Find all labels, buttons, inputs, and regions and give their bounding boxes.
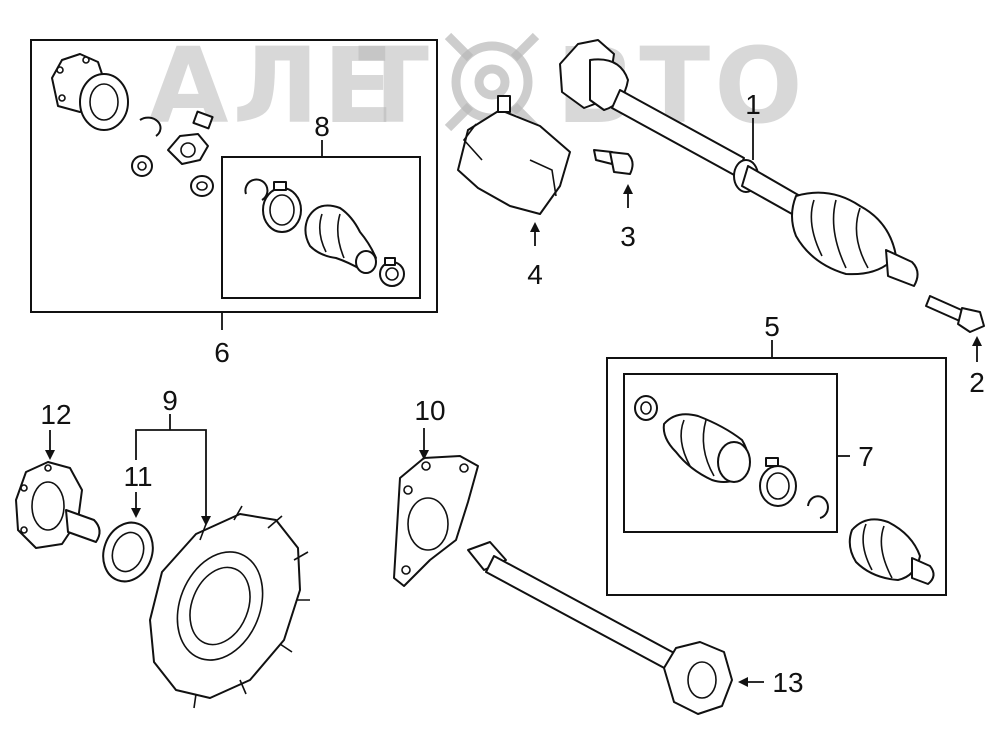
boot-clamp-small-8 xyxy=(379,257,405,287)
callout-13: 13 xyxy=(772,667,803,698)
kit-box-6 xyxy=(30,39,438,313)
bolt-2 xyxy=(925,295,985,333)
inner-joint-5 xyxy=(848,518,935,585)
callout-4: 4 xyxy=(527,259,543,290)
rear-shaft-13 xyxy=(467,541,733,715)
callout-1: 1 xyxy=(745,89,761,120)
boot-clamp-small-7 xyxy=(634,395,658,421)
watermark-text-left: АЛЕ xyxy=(148,25,398,147)
bolt-3 xyxy=(593,149,634,175)
callout-6: 6 xyxy=(214,337,230,368)
differential-housing-9 xyxy=(149,505,310,709)
callout-10: 10 xyxy=(414,395,445,426)
circlip-8 xyxy=(244,178,269,201)
callout-7: 7 xyxy=(858,441,874,472)
snap-ring-small xyxy=(139,116,162,137)
bracket-4 xyxy=(457,95,571,215)
drive-shaft-1 xyxy=(559,39,919,287)
circlip-7 xyxy=(807,495,829,519)
bearing-ring-right xyxy=(190,175,214,197)
joint-boot-8 xyxy=(304,204,377,274)
joint-boot-7 xyxy=(662,413,751,483)
leader-9 xyxy=(135,429,211,526)
callout-8: 8 xyxy=(314,111,330,142)
boot-clamp-large-8 xyxy=(262,181,302,233)
tripod-joint xyxy=(167,110,214,165)
kit-box-8 xyxy=(221,156,421,299)
gasket-10 xyxy=(393,455,479,587)
oil-seal-11 xyxy=(102,521,154,583)
kit-box-5 xyxy=(606,357,947,596)
outer-joint-housing xyxy=(51,53,129,131)
boot-clamp-large-7 xyxy=(759,457,797,507)
callout-12: 12 xyxy=(40,399,71,430)
companion-flange-12 xyxy=(15,461,101,549)
kit-box-7 xyxy=(623,373,838,533)
watermark-text-t: Т xyxy=(358,25,433,147)
callout-3: 3 xyxy=(620,221,636,252)
callout-2: 2 xyxy=(969,367,985,398)
callout-11: 11 xyxy=(123,461,152,492)
bearing-ring-left xyxy=(131,155,153,177)
callout-9: 9 xyxy=(162,385,178,416)
callout-5: 5 xyxy=(764,311,780,342)
